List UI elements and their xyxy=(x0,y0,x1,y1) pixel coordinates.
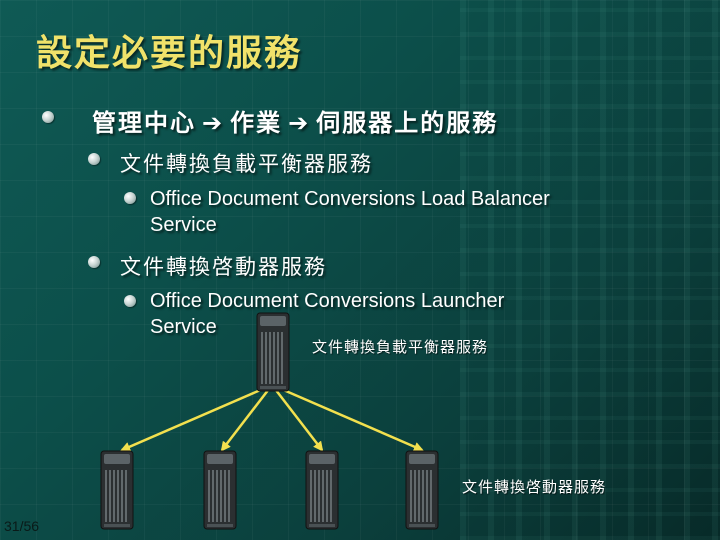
load-balancer-server-label: 文件轉換負載平衡器服務 xyxy=(312,336,488,357)
page-number: 31/56 xyxy=(4,518,39,534)
launcher-server-icon xyxy=(405,450,439,530)
connection-arrow xyxy=(122,385,272,450)
launcher-server-icon xyxy=(203,450,237,530)
connection-arrow xyxy=(272,385,422,450)
launcher-server-icon xyxy=(100,450,134,530)
load-balancer-server-icon xyxy=(256,312,290,392)
launcher-servers-label: 文件轉換啓動器服務 xyxy=(462,476,606,497)
launcher-server-icon xyxy=(305,450,339,530)
